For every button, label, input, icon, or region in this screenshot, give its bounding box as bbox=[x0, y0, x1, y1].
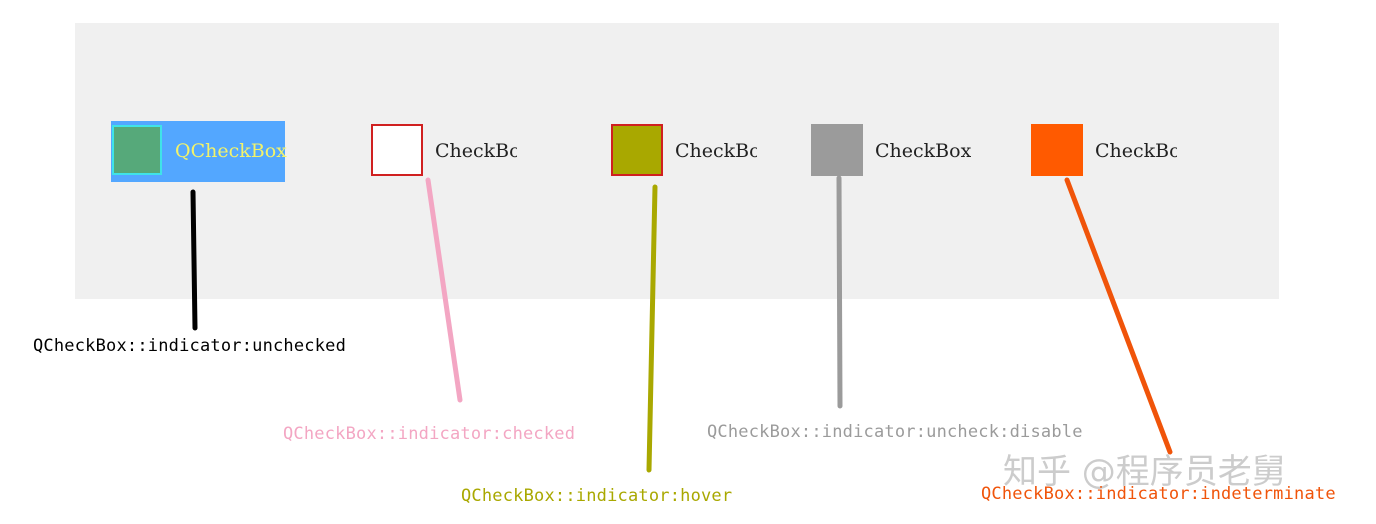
leader-line-disabled bbox=[836, 175, 843, 409]
annotation-checked: QCheckBox::indicator:checked bbox=[283, 424, 576, 444]
checkbox-indicator-hover[interactable] bbox=[611, 124, 663, 176]
checkbox-checked[interactable]: CheckBo bbox=[371, 124, 521, 178]
leader-line-checked bbox=[425, 177, 463, 403]
annotation-hover: QCheckBox::indicator:hover bbox=[461, 486, 733, 506]
checkbox-indicator-disabled bbox=[811, 124, 863, 176]
annotation-unchecked: QCheckBox::indicator:unchecked bbox=[33, 336, 347, 356]
annotation-disabled: QCheckBox::indicator:uncheck:disable bbox=[707, 422, 1083, 442]
checkbox-indicator-indeterminate[interactable] bbox=[1031, 124, 1083, 176]
checkbox-unchecked[interactable]: QCheckBox bbox=[111, 121, 287, 182]
checkbox-label: QCheckBox bbox=[175, 140, 287, 162]
leader-line-unchecked bbox=[190, 189, 198, 331]
checkbox-hover[interactable]: CheckBo bbox=[611, 124, 761, 178]
leader-line-hover bbox=[646, 184, 658, 473]
checkbox-indicator-unchecked[interactable] bbox=[112, 125, 162, 175]
checkbox-disabled: CheckBox bbox=[811, 124, 981, 178]
checkbox-label: CheckBox bbox=[875, 140, 972, 162]
watermark: 知乎 @程序员老舅 bbox=[1003, 452, 1286, 492]
checkbox-label: CheckBo bbox=[435, 140, 517, 162]
annotation-indeterminate: QCheckBox::indicator:indeterminate bbox=[981, 484, 1336, 504]
leader-line-indeterminate bbox=[1064, 177, 1173, 455]
checkbox-label: CheckBo bbox=[675, 140, 757, 162]
checkbox-indicator-checked[interactable] bbox=[371, 124, 423, 176]
checkbox-indeterminate[interactable]: CheckBo bbox=[1031, 124, 1181, 178]
checkbox-label: CheckBo bbox=[1095, 140, 1177, 162]
